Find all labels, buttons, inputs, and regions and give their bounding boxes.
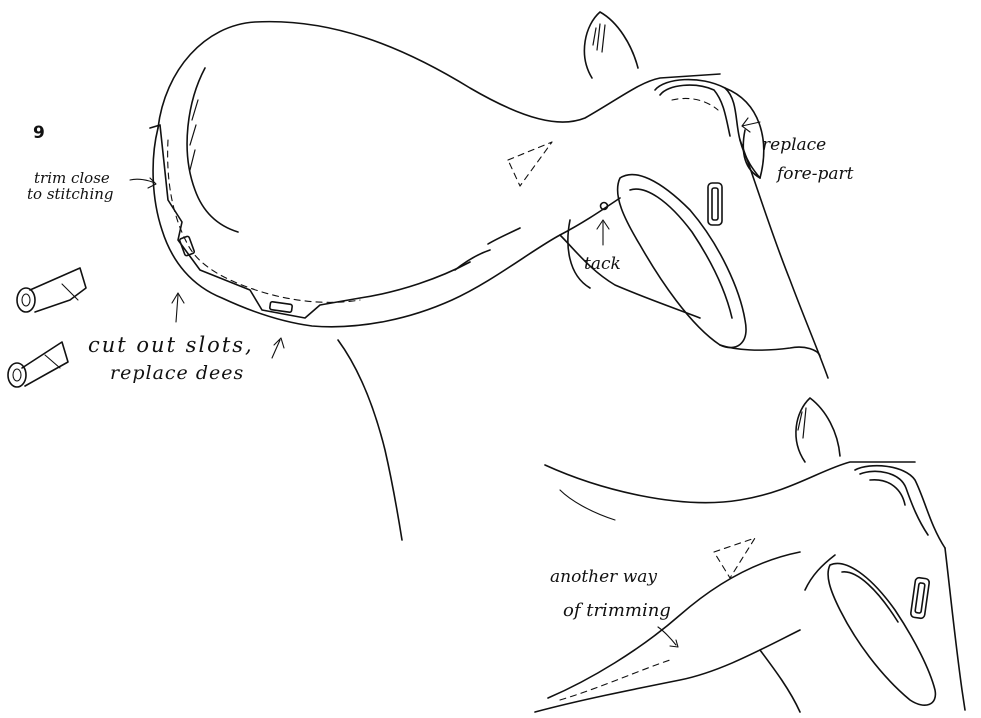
second-saddle (535, 398, 965, 712)
label-trim-close: trim close (34, 170, 110, 186)
flap-slot (708, 183, 722, 225)
slot (270, 302, 293, 313)
main-saddle (150, 12, 828, 540)
label-replace: replace (762, 136, 826, 155)
fore-part-panel (655, 80, 760, 178)
figure-number: 9 (33, 123, 45, 143)
pommel-ear-2 (796, 398, 840, 462)
saddle-flap (618, 175, 746, 348)
seat-outline (158, 22, 720, 128)
label-tack: tack (584, 255, 621, 274)
triangle-marking (508, 142, 552, 186)
label-to-stitching: to stitching (27, 186, 114, 202)
label-of-trimming: of trimming (563, 601, 671, 620)
label-replace-dees: replace dees (110, 364, 244, 383)
stitching-line (168, 140, 360, 302)
dee-ring-2 (8, 342, 68, 387)
label-another-way: another way (550, 568, 657, 587)
dees (8, 268, 86, 387)
label-cut-out-slots: cut out slots, (88, 336, 254, 355)
dee-ring-1 (17, 268, 86, 312)
seat-front-edge (153, 128, 620, 327)
label-fore-part: fore-part (777, 165, 853, 184)
